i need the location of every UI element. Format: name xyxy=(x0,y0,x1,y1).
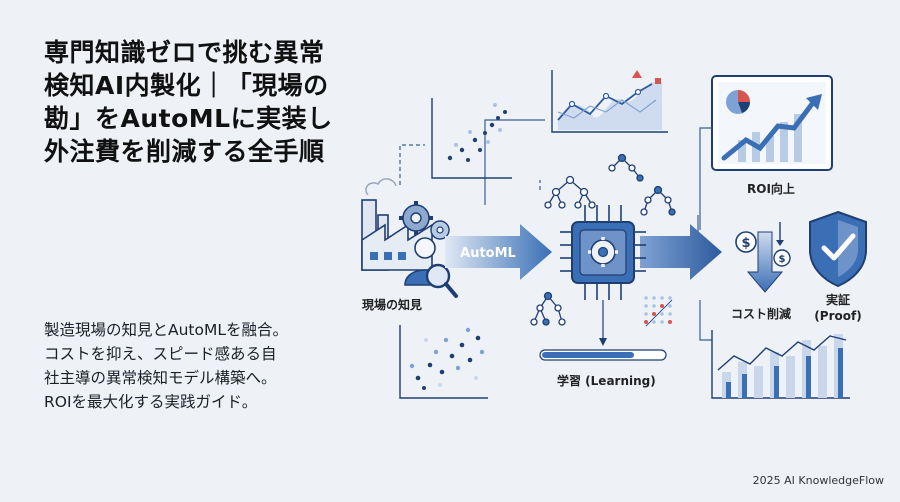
dot-grid xyxy=(644,296,673,327)
description-line: ROIを最大化する実践ガイド。 xyxy=(44,393,258,411)
tree-icon xyxy=(544,153,676,216)
output-arrow xyxy=(640,224,722,280)
gear-icon xyxy=(399,201,450,240)
description-line: 製造現場の知見とAutoMLを融合。 xyxy=(44,321,288,339)
roi-monitor xyxy=(711,75,833,171)
scatter-plot-top xyxy=(431,98,512,179)
shield-check-icon xyxy=(809,210,867,288)
description-line: コストを抑え、スピード感ある自 xyxy=(44,345,277,363)
proof-label: 実証 (Proof) xyxy=(810,292,866,324)
dollar-icon: $ $ xyxy=(735,222,791,267)
learning-label: 学習 (Learning) xyxy=(557,374,656,388)
automl-arrow xyxy=(445,224,552,280)
svg-text:$: $ xyxy=(741,236,750,251)
proof-label-line1: 実証 xyxy=(825,293,850,307)
title-line: 専門知識ゼロで挑む異常 xyxy=(44,38,325,67)
field-knowledge-label: 現場の知見 xyxy=(362,298,423,312)
learning-progress-bar xyxy=(539,349,667,361)
title-line: 検知AI内製化｜「現場の xyxy=(44,71,329,100)
svg-text:$: $ xyxy=(779,254,786,265)
title-line: 勘」をAutoMLに実装し xyxy=(44,104,333,133)
roi-up-label: ROI向上 xyxy=(747,182,795,196)
bar-chart-bottom xyxy=(711,330,850,399)
cost-down-arrow xyxy=(746,231,784,293)
automl-label: AutoML xyxy=(460,246,516,261)
footer-credit: 2025 AI KnowledgeFlow xyxy=(752,474,884,487)
scatter-plot-lower xyxy=(399,325,488,399)
page-title: 専門知識ゼロで挑む異常 検知AI内製化｜「現場の 勘」をAutoMLに実装し 外… xyxy=(44,36,354,168)
title-line: 外注費を削減する全手順 xyxy=(44,137,325,166)
pie-chart-icon xyxy=(726,90,750,114)
magnifier-icon xyxy=(425,263,458,298)
line-chart-top xyxy=(551,70,668,133)
tree-icon-lower xyxy=(530,291,566,326)
description: 製造現場の知見とAutoMLを融合。 コストを抑え、スピード感ある自 社主導の異… xyxy=(44,318,344,414)
description-line: 社主導の異常検知モデル構築へ。 xyxy=(44,369,277,387)
cost-reduction-label: コスト削減 xyxy=(731,307,792,321)
proof-label-line2: (Proof) xyxy=(814,309,862,323)
chip-icon xyxy=(560,205,646,300)
